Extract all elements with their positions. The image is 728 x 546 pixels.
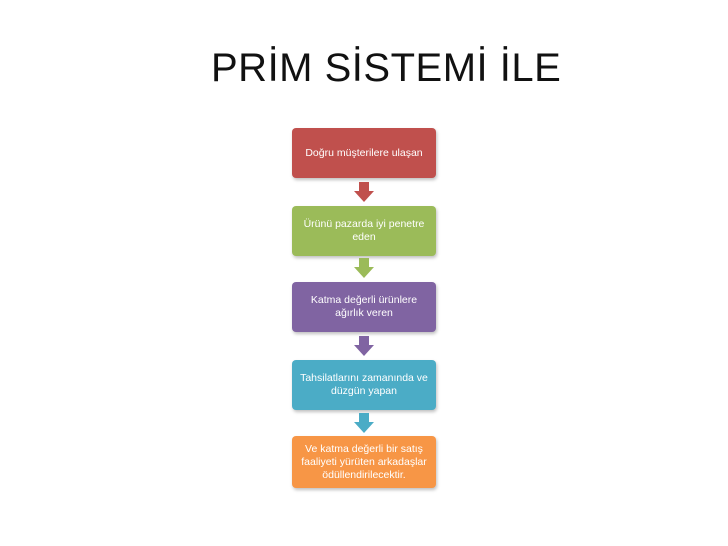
down-arrow-icon	[354, 413, 374, 433]
arrow-4-shape	[354, 413, 374, 433]
arrow-3-shape	[354, 336, 374, 356]
arrow-2-shape	[354, 258, 374, 278]
flow-step-5: Ve katma değerli bir satış faaliyeti yür…	[292, 436, 436, 488]
flow-step-5-text: Ve katma değerli bir satış faaliyeti yür…	[301, 442, 427, 481]
down-arrow-icon	[354, 182, 374, 202]
arrow-1-shape	[354, 182, 374, 202]
flow-step-1: Doğru müşterilere ulaşan	[292, 128, 436, 178]
flow-step-2-text: Ürünü pazarda iyi penetre eden	[303, 218, 425, 243]
flow-step-3-text: Katma değerli ürünlere ağırlık veren	[310, 294, 418, 319]
flow-step-4: Tahsilatlarını zamanında ve düzgün yapan	[292, 360, 436, 410]
down-arrow-icon	[354, 336, 374, 356]
flow-step-3: Katma değerli ürünlere ağırlık veren	[292, 282, 436, 332]
flow-step-4-text: Tahsilatlarını zamanında ve düzgün yapan	[300, 372, 428, 397]
flow-step-2: Ürünü pazarda iyi penetre eden	[292, 206, 436, 256]
slide-title: PRİM SİSTEMİ İLE	[211, 46, 562, 90]
flow-step-1-text: Doğru müşterilere ulaşan	[305, 146, 423, 159]
down-arrow-icon	[354, 258, 374, 278]
